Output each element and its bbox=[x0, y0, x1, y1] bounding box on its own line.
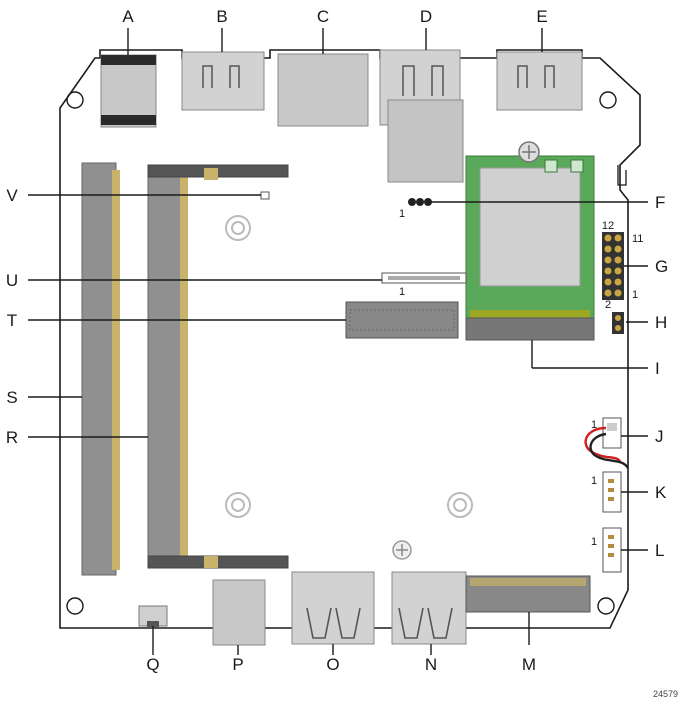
callout-g: G bbox=[655, 257, 668, 276]
callout-m: M bbox=[522, 655, 536, 674]
fpc-connector-u bbox=[381, 272, 467, 284]
callout-s: S bbox=[6, 388, 17, 407]
callout-n: N bbox=[425, 655, 437, 674]
pin-label-l1: 1 bbox=[591, 536, 597, 548]
callout-h: H bbox=[655, 313, 667, 332]
callout-r: R bbox=[6, 428, 18, 447]
pin-label-u1: 1 bbox=[399, 286, 405, 298]
mounting-hole bbox=[66, 597, 84, 615]
led-v bbox=[260, 191, 270, 200]
standoff bbox=[225, 215, 251, 241]
jumper-h bbox=[612, 312, 624, 334]
callout-f: F bbox=[655, 193, 665, 212]
callout-c: C bbox=[317, 7, 329, 26]
callout-i: I bbox=[655, 359, 660, 378]
header-3pin-f bbox=[408, 198, 432, 206]
pin-labels: 1 12 11 2 1 1 1 1 1 bbox=[399, 208, 643, 548]
connector-k bbox=[602, 471, 622, 513]
mounting-hole bbox=[599, 91, 617, 109]
board-notch bbox=[617, 165, 627, 186]
callout-p: P bbox=[232, 655, 243, 674]
pin-label-g2: 2 bbox=[605, 299, 611, 311]
pin-label-j1: 1 bbox=[591, 419, 597, 431]
callout-j: J bbox=[655, 427, 664, 446]
callout-b: B bbox=[216, 7, 227, 26]
sodimm-slot-outer bbox=[81, 162, 120, 576]
usb-port-rear-left bbox=[181, 51, 265, 111]
battery-connector-j bbox=[584, 417, 630, 469]
pin-label-k1: 1 bbox=[591, 475, 597, 487]
m2-socket-wireless bbox=[465, 317, 595, 341]
hdmi-port bbox=[277, 53, 369, 127]
standoff-screw bbox=[392, 540, 412, 560]
pin-label-f1: 1 bbox=[399, 208, 405, 220]
pin-label-g1: 1 bbox=[632, 289, 638, 301]
usb-port-rear-right bbox=[496, 51, 583, 111]
speaker-q bbox=[138, 605, 168, 628]
audio-jack bbox=[212, 579, 266, 646]
mounting-hole bbox=[597, 597, 615, 615]
m2-socket-ssd bbox=[345, 301, 459, 339]
callout-a: A bbox=[122, 7, 134, 26]
usb-front-right bbox=[391, 571, 467, 645]
mounting-hole bbox=[66, 91, 84, 109]
callout-u: U bbox=[6, 271, 18, 290]
pin-label-g11: 11 bbox=[632, 233, 643, 245]
pin-label-g12: 12 bbox=[602, 220, 614, 232]
standoff bbox=[225, 492, 251, 518]
callout-k: K bbox=[655, 483, 667, 502]
standoff bbox=[447, 492, 473, 518]
callout-t: T bbox=[7, 311, 17, 330]
callout-d: D bbox=[420, 7, 432, 26]
lan-usb-stack bbox=[379, 49, 464, 183]
callout-e: E bbox=[536, 7, 547, 26]
leader-lines bbox=[28, 28, 648, 655]
power-jack bbox=[100, 54, 157, 128]
m2-socket-ssd-pins bbox=[349, 309, 455, 331]
wireless-module bbox=[465, 141, 595, 327]
header-2x6-g bbox=[602, 232, 624, 300]
callout-l: L bbox=[655, 541, 664, 560]
callout-q: Q bbox=[146, 655, 159, 674]
usb-front-left bbox=[291, 571, 375, 645]
m2-socket-bottom bbox=[465, 575, 591, 613]
callout-v: V bbox=[6, 186, 18, 205]
sodimm-slot-inner bbox=[147, 164, 289, 569]
callout-o: O bbox=[326, 655, 339, 674]
callout-labels: A B C D E F G H I J K L M N O P Q R S T … bbox=[6, 7, 668, 674]
connector-l bbox=[602, 527, 622, 573]
figure-number: 24579 bbox=[653, 689, 678, 699]
